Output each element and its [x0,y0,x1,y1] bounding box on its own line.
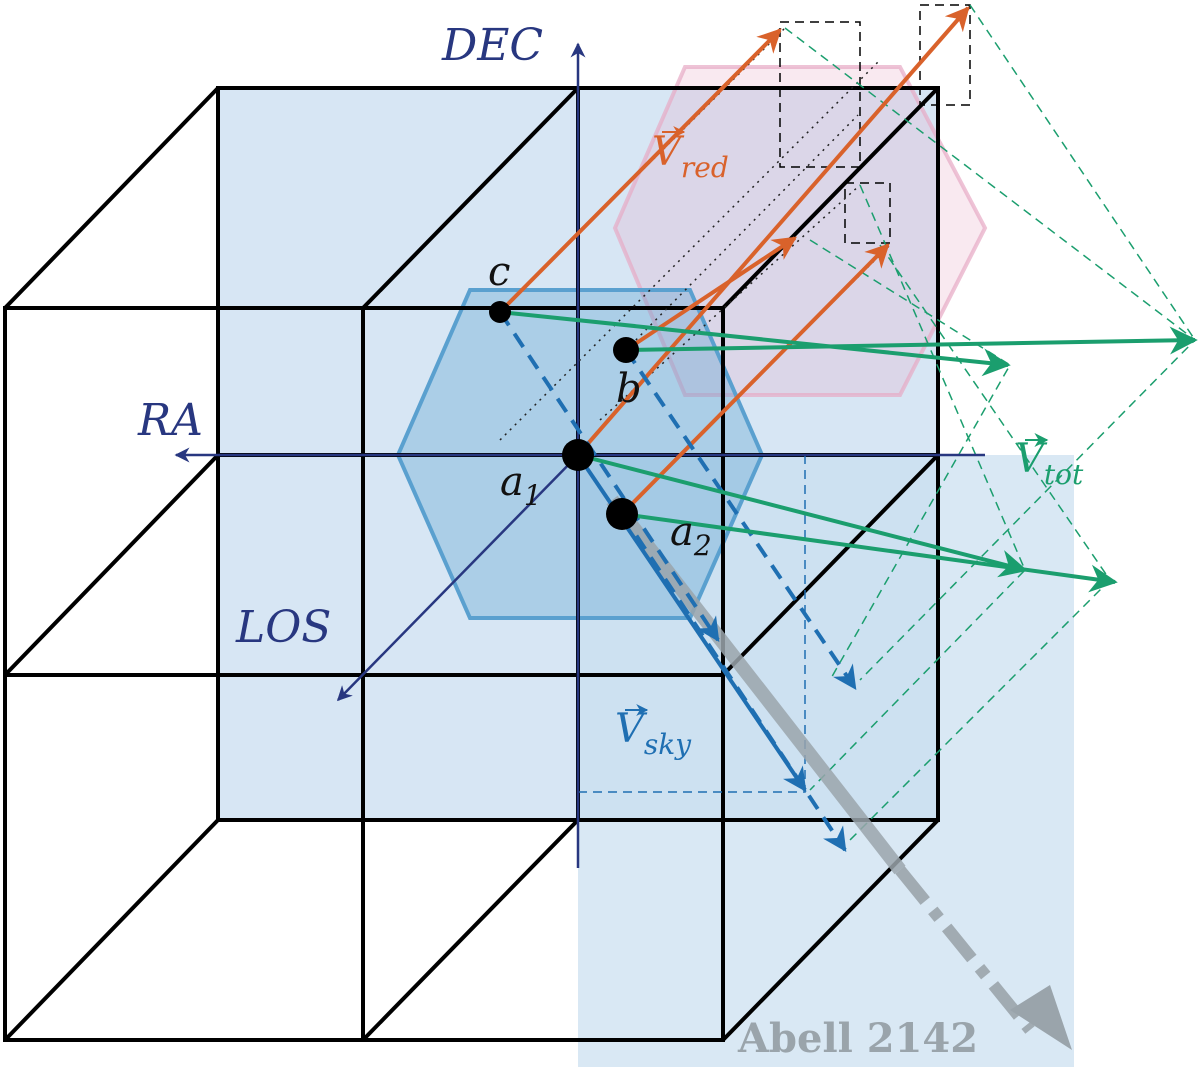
vtot-arrow-a2 [621,512,1118,593]
point-a1 [562,439,594,471]
vred-label-base: V [652,129,685,175]
vtot-arrows [499,310,1198,593]
point-label-a2-sub: 2 [693,529,712,562]
vtot-label-base: V [1015,436,1048,482]
vtot-label: Vtot [1015,433,1084,491]
point-label-a2-base: a [670,509,694,555]
ra-axis-label: RA [137,395,203,446]
vtot-arrow-a1 [577,453,1028,578]
vred-arrow-a2 [620,243,890,516]
vsky-arrow-b [624,348,857,690]
dashed-projection-boxes [779,4,971,244]
vtot-label-sub: tot [1044,458,1084,491]
vred-label-sub: red [681,151,729,184]
vred-arrows [498,6,970,516]
point-label-a1: a1 [500,459,542,512]
cluster-direction-arrow [606,495,1072,1050]
galaxy-points [489,301,639,530]
point-label-b: b [616,366,642,412]
vred-label: Vred [652,126,729,184]
point-label-c: c [488,249,510,295]
los-axis-label: LOS [235,602,331,653]
los-axis [336,454,579,702]
cluster-label: Abell 2142 [737,1015,978,1062]
svg-text:Vred: Vred [652,129,729,184]
vsky-construction-lines [578,455,806,793]
dec-axis-label: DEC [441,20,543,71]
vred-arrow-a1 [576,6,970,457]
vsky-label: Vsky [615,704,692,761]
svg-text:Vtot: Vtot [1015,436,1084,491]
vred-arrow-b [624,236,798,352]
vsky-arrow-c [498,310,720,642]
vsky-label-base: V [615,706,648,752]
vred-arrow-c [498,28,782,314]
point-label-a2: a2 [670,509,712,562]
vtot-arrow-c [499,310,1011,377]
point-c [489,301,511,323]
svg-text:Vsky: Vsky [615,706,692,761]
vsky-label-sub: sky [644,728,692,761]
point-label-a1-base: a [500,459,524,505]
point-label-a1-sub: 1 [524,479,542,512]
vtot-arrow-b [625,326,1198,355]
vsky-arrow-a2 [620,512,847,852]
point-b [613,337,639,363]
point-a2 [606,498,638,530]
